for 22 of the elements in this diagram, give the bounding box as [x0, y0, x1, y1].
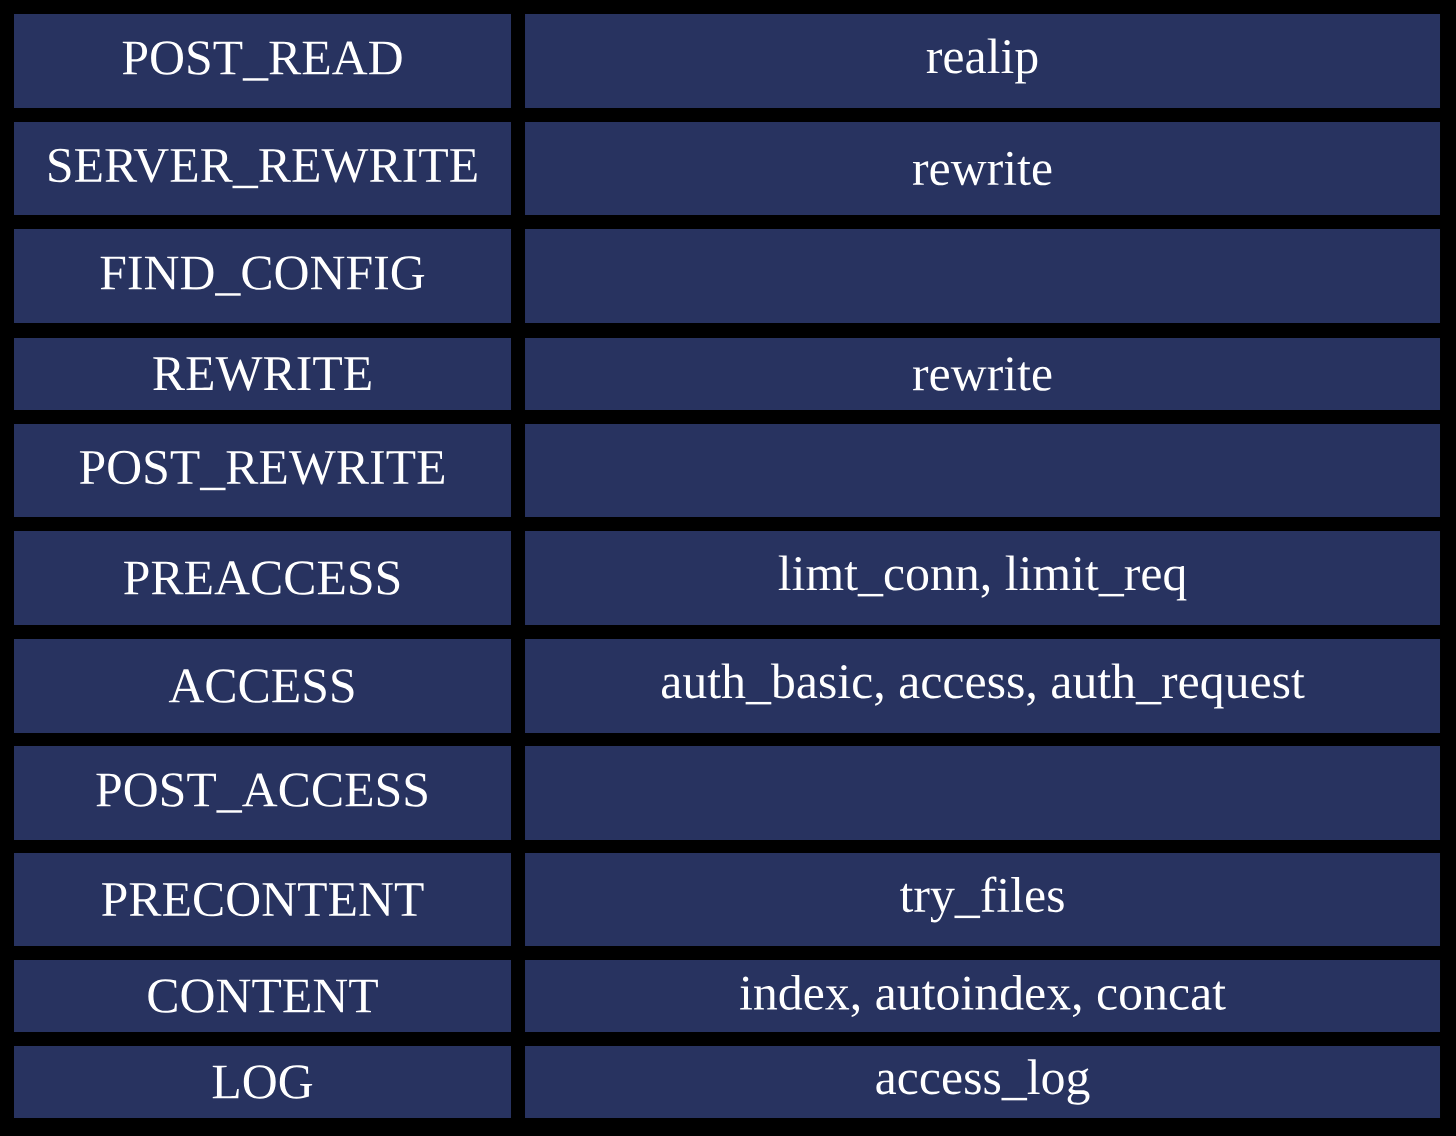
table-cell: index, autoindex, concat [525, 960, 1440, 1032]
table-cell: auth_basic, access, auth_request [525, 639, 1440, 733]
table-cell: POST_READ [14, 14, 511, 108]
table-cell: realip [525, 14, 1440, 108]
table-cell: FIND_CONFIG [14, 229, 511, 323]
empty-cell [525, 229, 1440, 323]
table-cell: ACCESS [14, 639, 511, 733]
table-cell: PRECONTENT [14, 853, 511, 946]
table-cell: LOG [14, 1046, 511, 1118]
empty-cell [525, 746, 1440, 840]
table-cell: rewrite [525, 122, 1440, 215]
table-cell: POST_REWRITE [14, 424, 511, 517]
empty-cell [525, 424, 1440, 517]
table-cell: access_log [525, 1046, 1440, 1118]
table-cell: rewrite [525, 338, 1440, 410]
table-cell: SERVER_REWRITE [14, 122, 511, 215]
table-cell: REWRITE [14, 338, 511, 410]
table-cell: limt_conn, limit_req [525, 531, 1440, 625]
table-cell: CONTENT [14, 960, 511, 1032]
table-cell: try_files [525, 853, 1440, 946]
table-cell: PREACCESS [14, 531, 511, 625]
table-cell: POST_ACCESS [14, 746, 511, 840]
